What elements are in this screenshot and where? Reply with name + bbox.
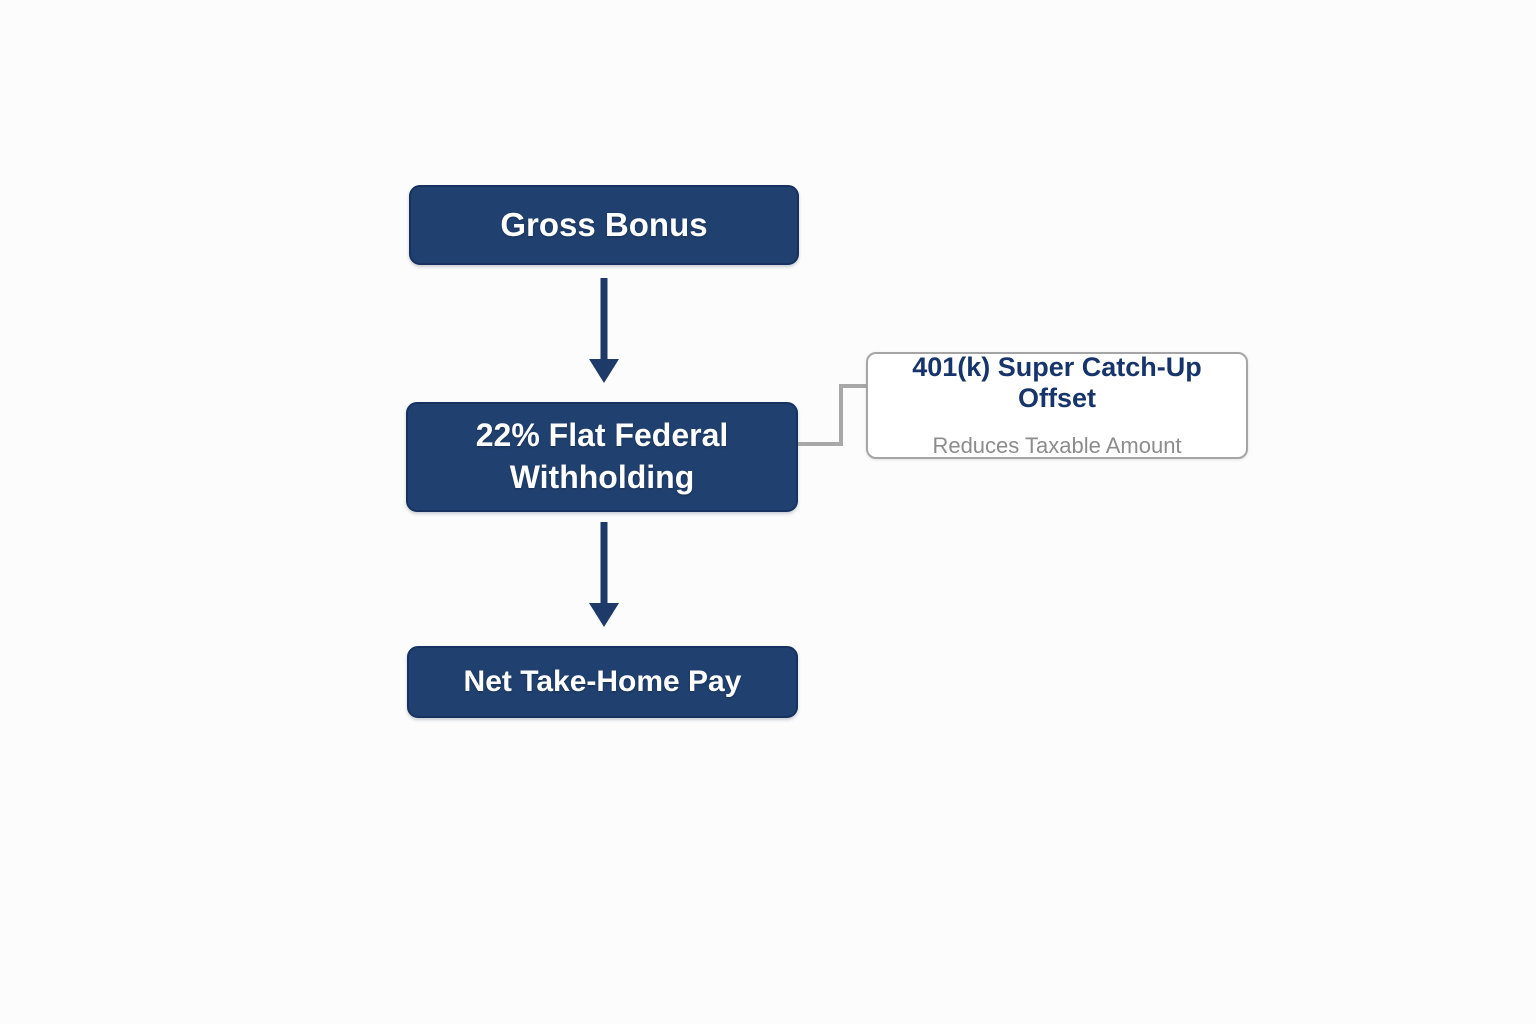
node-net-take-home-pay: Net Take-Home Pay	[407, 646, 798, 718]
arrow-down-icon	[589, 522, 619, 627]
side-note-subtitle: Reduces Taxable Amount	[932, 433, 1182, 459]
side-note-401k-offset: 401(k) Super Catch-Up Offset Reduces Tax…	[866, 352, 1248, 459]
node-federal-withholding: 22% Flat Federal Withholding	[406, 402, 798, 512]
node-gross-bonus: Gross Bonus	[409, 185, 799, 265]
node-net-take-home-pay-label: Net Take-Home Pay	[463, 665, 742, 698]
elbow-connector-line	[798, 384, 868, 446]
node-federal-withholding-label: 22% Flat Federal Withholding	[475, 417, 729, 495]
node-gross-bonus-label: Gross Bonus	[500, 206, 708, 243]
side-note-title: 401(k) Super Catch-Up Offset	[912, 352, 1202, 414]
arrow-down-icon	[589, 278, 619, 383]
